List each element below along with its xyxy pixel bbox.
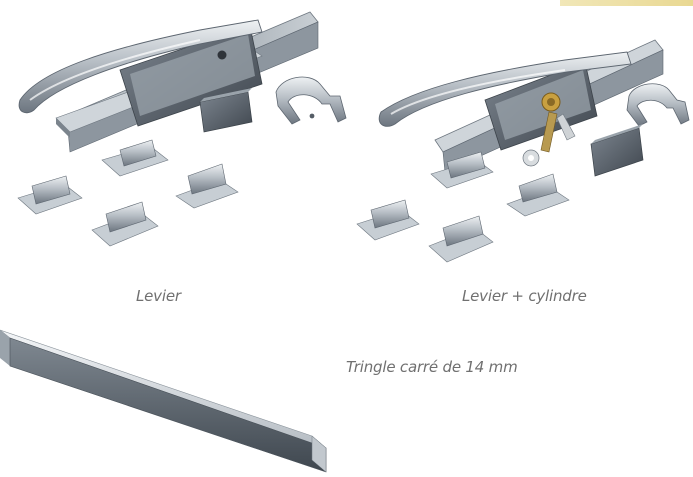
lever-latch-with-cylinder-set-icon — [356, 39, 690, 263]
lever-latch-set-icon — [17, 11, 347, 247]
caption-levier: Levier — [136, 287, 181, 305]
caption-tringle: Tringle carré de 14 mm — [346, 358, 518, 376]
corner-accent — [560, 0, 693, 6]
caption-levier-cylindre: Levier + cylindre — [462, 287, 587, 305]
square-rod-icon — [0, 329, 327, 473]
